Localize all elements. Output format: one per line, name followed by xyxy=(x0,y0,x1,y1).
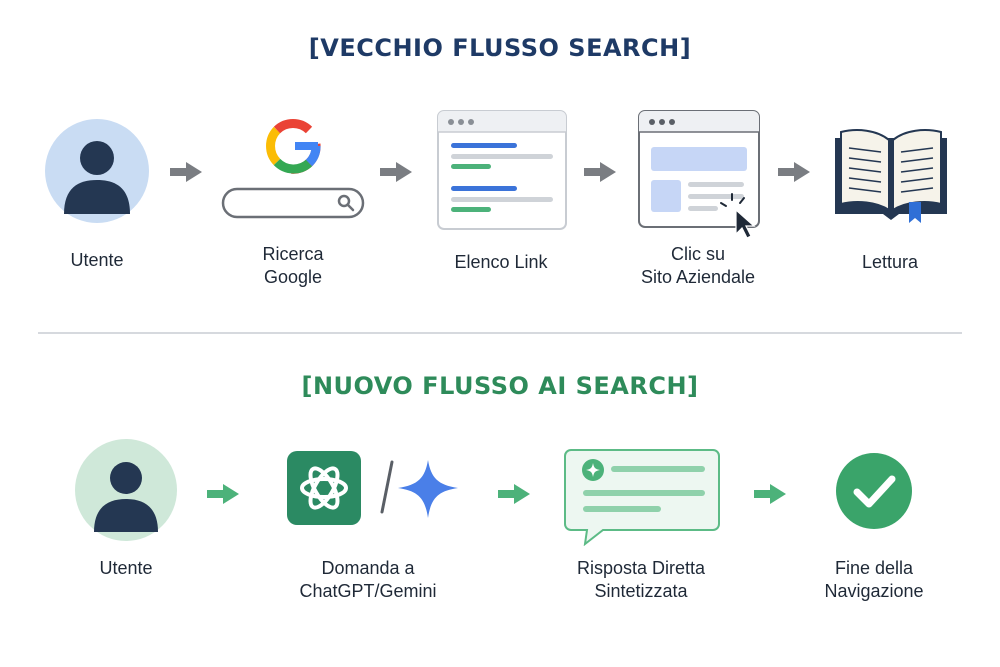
new-step-ai xyxy=(286,450,462,526)
old-step-book xyxy=(833,126,949,224)
checkmark-icon xyxy=(836,453,912,529)
user-avatar-icon xyxy=(75,439,177,541)
new-arrow-2 xyxy=(498,484,530,504)
google-logo-icon xyxy=(221,118,365,219)
arrow-right-icon xyxy=(778,162,810,182)
old-step-results-label: Elenco Link xyxy=(454,252,548,272)
arrow-right-icon xyxy=(584,162,616,182)
new-arrow-1 xyxy=(207,484,239,504)
new-step-answer-label: Risposta Diretta Sintetizzata xyxy=(576,558,706,601)
new-step-ai-label: Domanda a ChatGPT/Gemini xyxy=(299,558,437,601)
old-arrow-3 xyxy=(584,162,616,182)
new-arrow-3 xyxy=(754,484,786,504)
new-step-user xyxy=(74,438,178,542)
old-step-book-label: Lettura xyxy=(861,252,919,272)
new-step-end xyxy=(835,452,913,530)
old-step-website-label: Clic su Sito Aziendale xyxy=(640,244,756,287)
arrow-right-icon xyxy=(498,484,530,504)
arrow-right-icon xyxy=(754,484,786,504)
chatgpt-gemini-icon xyxy=(287,451,458,525)
arrow-right-icon xyxy=(170,162,202,182)
old-flow-title: [VECCHIO FLUSSO SEARCH] xyxy=(308,34,692,62)
website-click-icon xyxy=(638,110,760,239)
old-arrow-2 xyxy=(380,162,412,182)
old-step-google-label: Ricerca Google xyxy=(262,244,324,287)
old-step-google xyxy=(220,118,366,222)
arrow-right-icon xyxy=(207,484,239,504)
new-flow-title: [NUOVO FLUSSO AI SEARCH] xyxy=(301,372,699,400)
user-avatar-icon xyxy=(45,119,149,223)
chat-answer-icon xyxy=(564,449,720,546)
old-arrow-1 xyxy=(170,162,202,182)
section-divider xyxy=(38,332,962,334)
results-page-icon xyxy=(437,110,567,230)
old-arrow-4 xyxy=(778,162,810,182)
new-step-user-label: Utente xyxy=(99,558,153,578)
new-step-end-label: Fine della Navigazione xyxy=(824,558,924,601)
old-step-user-label: Utente xyxy=(70,250,124,270)
open-book-icon xyxy=(835,129,947,223)
new-step-answer xyxy=(563,448,721,546)
old-step-user xyxy=(44,118,150,224)
arrow-right-icon xyxy=(380,162,412,182)
old-step-website xyxy=(638,110,768,242)
old-step-results xyxy=(437,110,567,230)
